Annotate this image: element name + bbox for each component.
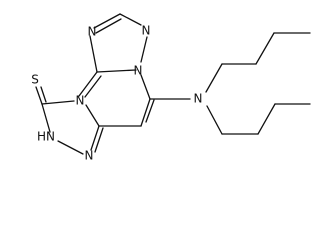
atom-label-n: N: [85, 149, 94, 163]
atom-label-n: N: [142, 24, 151, 38]
bond: [93, 13, 121, 29]
bond: [96, 69, 137, 73]
bond: [255, 32, 275, 65]
bond: [35, 86, 43, 105]
bond: [140, 36, 148, 63]
atom-labels: N N N N N HN N S: [31, 24, 202, 163]
bond: [85, 104, 100, 127]
bond: [84, 75, 102, 98]
bond: [94, 127, 104, 153]
bond: [119, 13, 142, 26]
bond: [90, 125, 100, 151]
bond: [41, 100, 75, 105]
bond: [95, 18, 122, 34]
chemical-structure-diagram: N N N N N HN N S: [31, 13, 311, 163]
bond: [89, 35, 98, 73]
bond: [257, 103, 276, 135]
atom-label-n: N: [76, 94, 85, 108]
atom-label-n: N: [194, 92, 203, 106]
atom-label-n: N: [134, 64, 143, 78]
bond-lines: [35, 13, 311, 155]
bond: [78, 71, 98, 97]
bond: [205, 63, 223, 93]
bond: [140, 74, 151, 100]
atom-label-hn: HN: [37, 130, 55, 144]
bond: [206, 105, 223, 135]
bond: [41, 103, 51, 133]
bond: [40, 86, 47, 103]
bond: [140, 98, 151, 127]
atom-label-s: S: [31, 73, 39, 87]
bond: [145, 99, 155, 123]
bond: [57, 140, 84, 155]
atom-label-n: N: [88, 25, 97, 39]
